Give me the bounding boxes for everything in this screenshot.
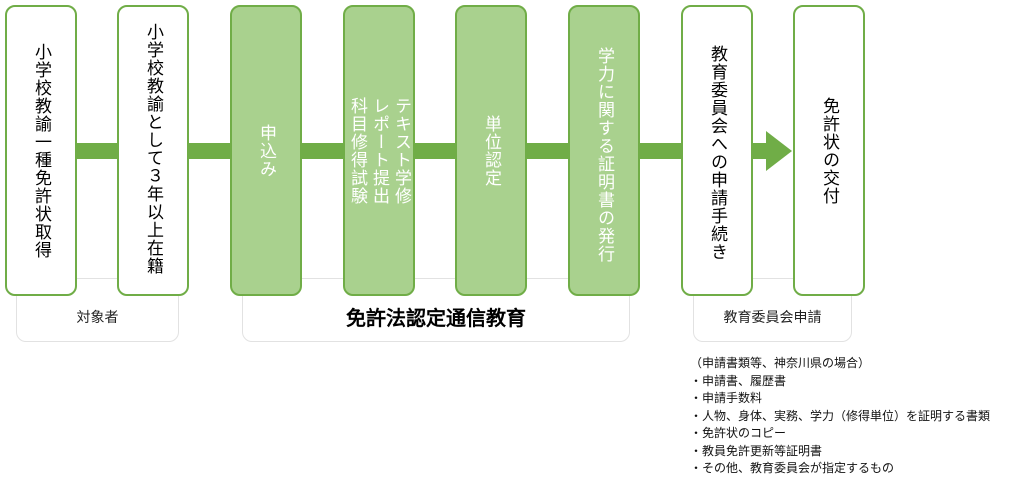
- step-3: 申込み: [230, 5, 302, 296]
- notes-item: ・教員免許更新等証明書: [690, 443, 823, 458]
- step-4: テキスト学修 レポート提出 科目修得試験: [343, 5, 415, 296]
- step-8: 免許状の交付: [793, 5, 865, 296]
- notes-item: ・人物、身体、実務、学力（修得単位）を証明する書類: [690, 408, 991, 423]
- notes-item: ・申請手数料: [690, 391, 763, 405]
- step-text: 単位認定: [481, 114, 501, 187]
- step-text: テキスト学修 レポート提出 科目修得試験: [347, 96, 411, 205]
- step-text: 小学校教諭として３年以上在籍: [143, 23, 163, 275]
- step-6: 学力に関する証明書の発行: [568, 5, 640, 296]
- notes-item: ・その他、教育委員会が指定するもの: [690, 461, 895, 475]
- step-text: 免許状の交付: [819, 97, 839, 205]
- group-label: 教育委員会申請: [723, 310, 822, 326]
- flow-arrow-head-icon: [766, 131, 792, 171]
- step-1: 小学校教諭一種免許状取得: [5, 5, 77, 296]
- step-2: 小学校教諭として３年以上在籍: [117, 5, 189, 296]
- step-text: 学力に関する証明書の発行: [594, 47, 614, 263]
- group-course: 免許法認定通信教育: [242, 278, 630, 342]
- group-label: 対象者: [76, 310, 119, 326]
- notes-item: ・申請書、履歴書: [690, 373, 787, 388]
- group-label: 免許法認定通信教育: [346, 306, 526, 330]
- application-documents-notes: （申請書類等、神奈川県の場合） ・申請書、履歴書 ・申請手数料 ・人物、身体、実…: [690, 355, 990, 478]
- step-text: 教育委員会への申請手続き: [707, 45, 727, 261]
- step-5: 単位認定: [455, 5, 527, 296]
- step-text: 申込み: [256, 123, 276, 178]
- step-7: 教育委員会への申請手続き: [681, 5, 753, 296]
- notes-heading: （申請書類等、神奈川県の場合）: [690, 356, 871, 370]
- notes-item: ・免許状のコピー: [690, 426, 787, 440]
- step-text: 小学校教諭一種免許状取得: [31, 42, 51, 259]
